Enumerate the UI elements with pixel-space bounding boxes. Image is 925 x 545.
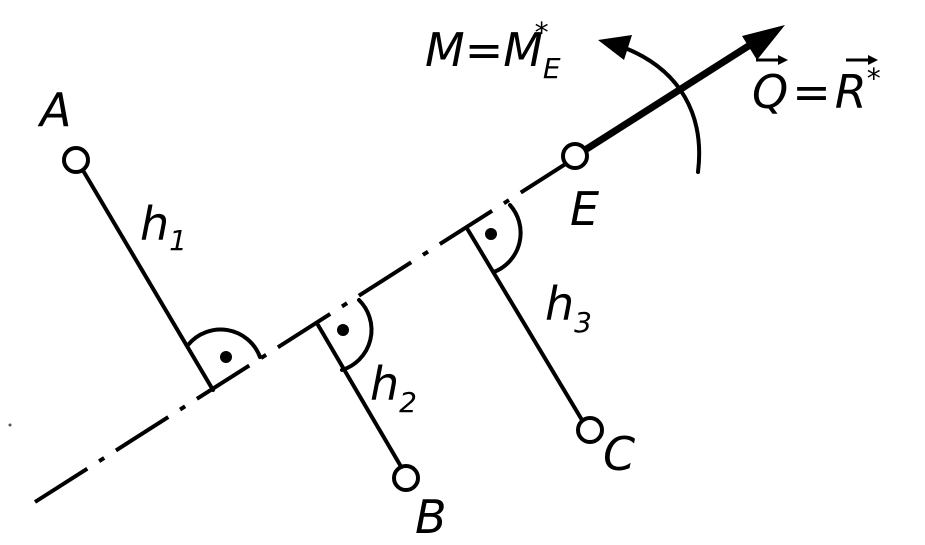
right-angle-dot-2: [337, 324, 349, 336]
right-angle-arc-3: [492, 203, 523, 274]
point-a: [62, 146, 90, 174]
right-angle-arc-1: [186, 327, 262, 359]
moment-arrowhead: [598, 35, 632, 60]
label-h2: h2: [370, 357, 417, 419]
stray-mark: [8, 423, 12, 427]
perpendicular-h2: [316, 323, 405, 472]
point-e: [561, 142, 589, 170]
label-force: Q=R*: [752, 55, 881, 119]
label-moment: M=ME*: [425, 16, 561, 85]
label-b: B: [415, 490, 447, 544]
line-of-action: [33, 156, 577, 504]
label-a: A: [37, 83, 71, 137]
vector-arrowhead-q: [778, 55, 788, 65]
label-e: E: [570, 182, 599, 236]
label-h1: h1: [140, 197, 187, 257]
vector-arrowhead-r: [868, 55, 878, 65]
point-c: [576, 416, 604, 444]
force-arrowhead: [742, 25, 785, 60]
perpendicular-h3: [466, 228, 587, 427]
label-h3: h3: [545, 277, 592, 339]
right-angle-arc-2: [340, 298, 374, 372]
label-c: C: [603, 427, 635, 481]
force-arrow: [583, 42, 752, 153]
svg-text:Q=R*: Q=R*: [752, 62, 881, 119]
right-angle-dot-3: [485, 228, 497, 240]
perpendicular-h1: [76, 160, 215, 392]
point-b: [392, 464, 420, 492]
moment-arc: [623, 46, 702, 174]
right-angle-dot-1: [220, 351, 232, 363]
